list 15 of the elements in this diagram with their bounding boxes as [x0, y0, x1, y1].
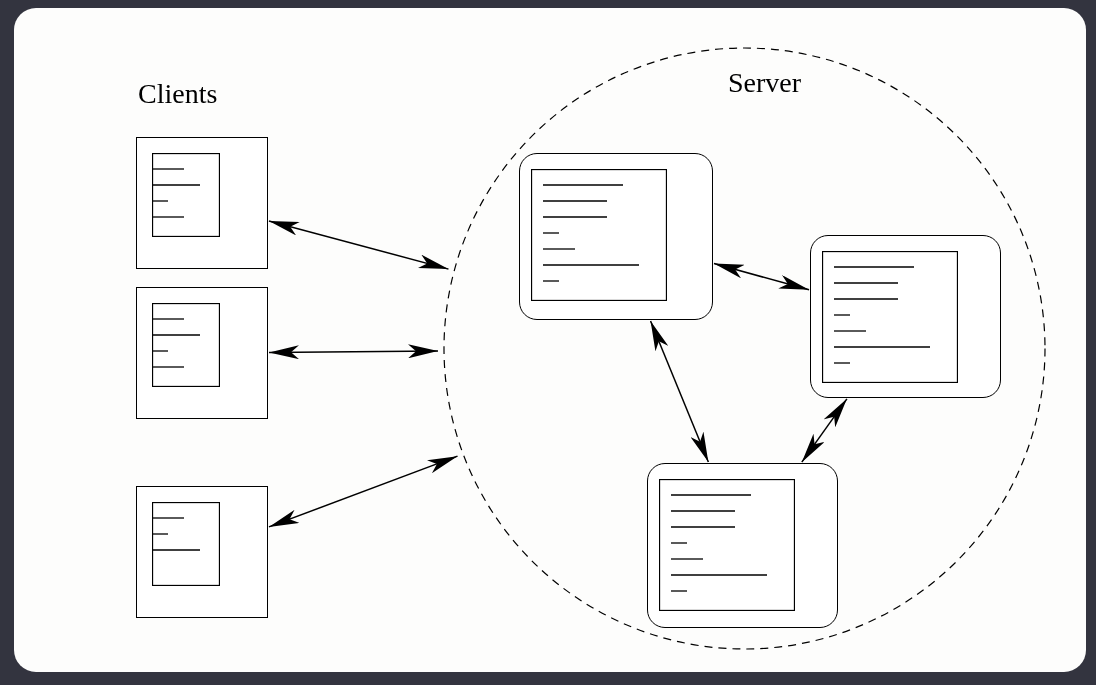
- client-box: [136, 137, 268, 269]
- server-circle: [443, 47, 1046, 650]
- double-arrow: [268, 220, 450, 270]
- double-arrow: [801, 398, 848, 463]
- double-arrow: [268, 455, 459, 528]
- node-title: Server: [726, 69, 803, 97]
- server-process-box: [810, 235, 1001, 398]
- double-arrow: [649, 320, 710, 463]
- group-label: Clients: [138, 80, 218, 108]
- double-arrow: [713, 262, 810, 291]
- server-process-box: [647, 463, 838, 628]
- double-arrow: [268, 344, 439, 360]
- server-process-box: [519, 153, 713, 320]
- client-box: [136, 287, 268, 419]
- client-box: [136, 486, 268, 618]
